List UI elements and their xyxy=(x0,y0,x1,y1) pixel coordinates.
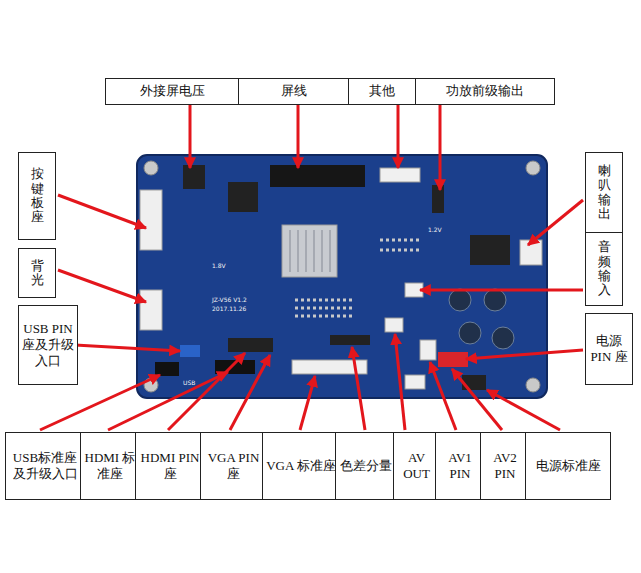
silkscreen-text: 2017.11.26 xyxy=(212,305,246,312)
silkscreen-text: USB xyxy=(183,379,195,386)
leader-arrow xyxy=(487,390,560,430)
label-text: VGA PIN 座 xyxy=(201,448,266,485)
label-box: AV OUT xyxy=(393,432,440,500)
silkscreen-text: 1.8V xyxy=(212,262,226,269)
leader-arrow xyxy=(430,362,456,430)
leader-arrow xyxy=(108,372,228,430)
label-text: AV OUT xyxy=(394,448,439,485)
leader-arrow xyxy=(466,350,583,359)
backlight-connector xyxy=(140,290,162,330)
label-box: HDMI PIN 座 xyxy=(135,432,205,500)
label-box: 音频输入 xyxy=(585,232,623,306)
leader-arrow xyxy=(528,200,583,245)
label-box: HDMI 标准座 xyxy=(80,432,140,500)
label-text: HDMI 标准座 xyxy=(81,448,139,485)
leader-arrow xyxy=(439,103,442,190)
ypbpr-header xyxy=(330,335,370,345)
label-text: 背光 xyxy=(31,259,44,288)
label-text: HDMI PIN 座 xyxy=(136,448,204,485)
label-box: 其他 xyxy=(348,78,416,105)
heatsink xyxy=(282,225,337,277)
label-box: USB标准座及升级入口 xyxy=(5,432,85,500)
preamp-header xyxy=(432,185,444,213)
label-box: USB PIN 座及升级入口 xyxy=(18,305,78,385)
heatsink-fins xyxy=(290,230,330,272)
voltage-jumper xyxy=(183,165,205,189)
leader-arrow xyxy=(352,347,365,430)
label-text: VGA 标准座 xyxy=(264,456,338,476)
leader-arrow xyxy=(75,345,180,351)
leader-arrow xyxy=(452,369,502,430)
leader-arrow xyxy=(168,353,245,430)
leader-arrow xyxy=(397,103,400,168)
keypad-connector xyxy=(140,190,162,250)
label-box: VGA 标准座 xyxy=(262,432,340,500)
ic-chip xyxy=(228,182,258,212)
label-box: 外接屏电压 xyxy=(105,78,239,105)
label-box: 背光 xyxy=(18,248,56,298)
label-text: AV1 PIN xyxy=(436,448,484,485)
label-box: 功放前级输出 xyxy=(415,78,555,105)
label-box: AV1 PIN xyxy=(435,432,485,500)
av1-connector xyxy=(420,340,436,360)
label-box: 按键板座 xyxy=(18,152,56,240)
label-text: 色差分量 xyxy=(338,456,394,476)
label-text: 屏线 xyxy=(279,81,309,101)
usb-pin-header xyxy=(180,345,200,357)
leader-arrow xyxy=(300,376,315,430)
power-pin-connector xyxy=(438,352,468,367)
silkscreen-text: 1.2V xyxy=(428,226,442,233)
capacitor xyxy=(492,327,514,349)
label-text: 喇叭输出 xyxy=(598,164,611,221)
label-box: 色差分量 xyxy=(335,432,397,500)
amplifier-chip xyxy=(470,235,510,265)
pcb-board xyxy=(137,155,547,398)
leader-arrow xyxy=(58,270,146,302)
capacitor xyxy=(484,289,506,311)
capacitor xyxy=(459,322,481,344)
leader-arrow xyxy=(58,195,146,228)
label-box: 电源 PIN 座 xyxy=(585,313,633,385)
panel-header xyxy=(270,165,365,187)
label-text: 电源 PIN 座 xyxy=(586,331,632,368)
leader-arrow xyxy=(189,103,192,168)
other-connector xyxy=(380,168,420,182)
label-box: 屏线 xyxy=(238,78,349,105)
label-text: 其他 xyxy=(367,81,397,101)
leader-arrow xyxy=(420,289,583,292)
av-out-connector xyxy=(385,318,403,332)
label-text: 音频输入 xyxy=(598,240,611,297)
leader-arrow xyxy=(395,334,405,430)
mounting-hole xyxy=(144,161,158,175)
smd-parts xyxy=(295,240,420,316)
label-text: AV2 PIN xyxy=(481,448,529,485)
av2-connector xyxy=(405,375,425,389)
mounting-hole xyxy=(526,161,540,175)
hdmi-pin-header xyxy=(228,338,273,352)
label-text: USB PIN 座及升级入口 xyxy=(19,319,77,372)
silkscreen-text: JZ-V56 V1.2 xyxy=(212,296,247,303)
label-text: 按键板座 xyxy=(31,167,44,224)
label-box: 电源标准座 xyxy=(525,432,611,500)
label-box: AV2 PIN xyxy=(480,432,530,500)
usb-port xyxy=(155,362,179,376)
leader-arrow xyxy=(297,103,300,168)
label-text: 功放前级输出 xyxy=(444,81,526,101)
leader-arrow xyxy=(230,355,270,430)
label-text: 电源标准座 xyxy=(534,456,603,476)
label-box: 喇叭输出 xyxy=(585,152,623,233)
label-text: 外接屏电压 xyxy=(138,81,207,101)
capacitor xyxy=(449,289,471,311)
mounting-hole xyxy=(526,378,540,392)
label-box: VGA PIN 座 xyxy=(200,432,267,500)
label-text: USB标准座及升级入口 xyxy=(6,448,84,485)
